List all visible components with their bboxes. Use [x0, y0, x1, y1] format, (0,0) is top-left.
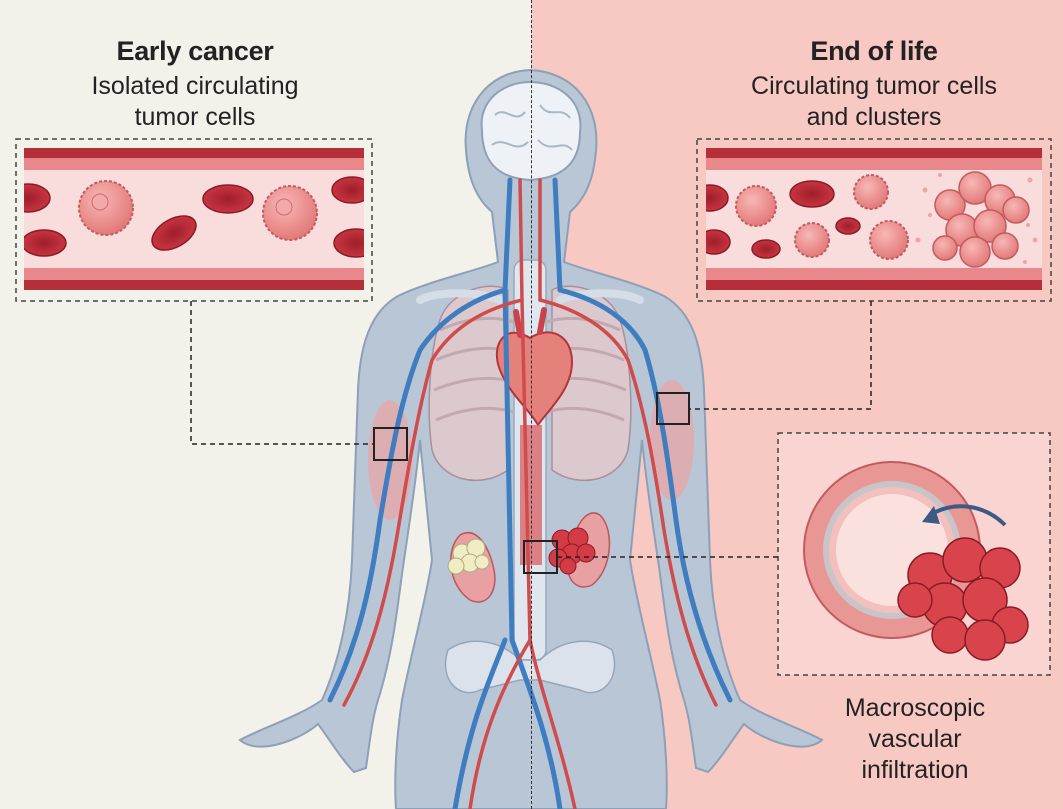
early-cancer-subtitle-line1: Isolated circulating — [91, 72, 299, 100]
end-of-life-vessel-inset — [696, 138, 1052, 302]
end-of-life-subtitle-line2: and clusters — [806, 103, 942, 131]
center-divider — [531, 0, 532, 809]
end-of-life-subtitle-line1: Circulating tumor cells — [751, 72, 997, 100]
infiltration-label-line3: infiltration — [861, 756, 969, 784]
end-of-life-title: End of life — [810, 36, 938, 66]
early-cancer-vessel-inset — [15, 138, 373, 302]
infiltration-label-line2: vascular — [868, 725, 962, 753]
infiltration-label-line1: Macroscopic — [844, 694, 986, 722]
leader-lines — [190, 301, 872, 574]
vascular-infiltration-inset — [777, 432, 1051, 676]
early-cancer-subtitle-line2: tumor cells — [134, 103, 256, 131]
early-cancer-title: Early cancer — [116, 36, 274, 66]
